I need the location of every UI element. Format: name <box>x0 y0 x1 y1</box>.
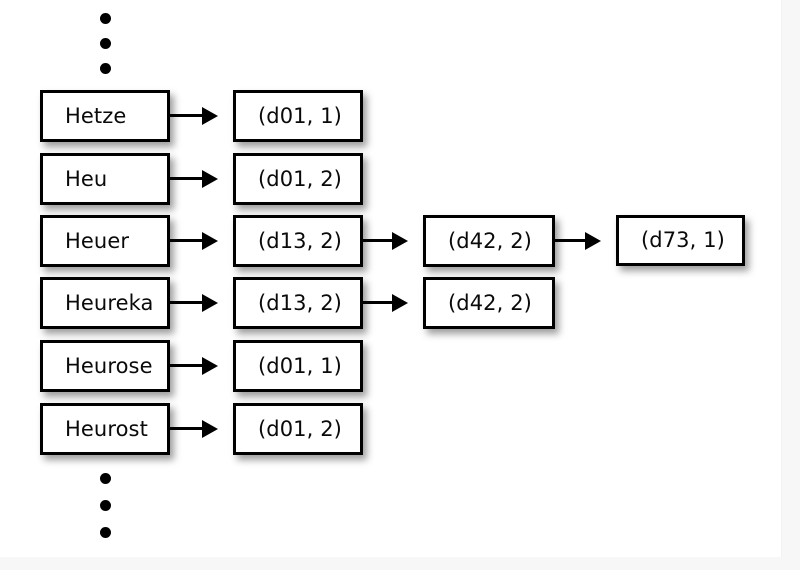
term-node-3-label: Heureka <box>65 290 154 315</box>
edge-line-0 <box>170 114 203 117</box>
edge-line-5 <box>170 427 203 430</box>
edge-line-3 <box>170 301 203 304</box>
arrowhead-icon-2 <box>202 232 218 250</box>
term-node-1-label: Heu <box>65 166 108 191</box>
edge-line-7 <box>363 301 393 304</box>
edge-line-4 <box>170 364 203 367</box>
ellipsis-top-dot-2 <box>100 63 111 74</box>
arrowhead-icon-0 <box>202 107 218 125</box>
paper-edge-hairline <box>781 0 782 557</box>
arrowhead-icon-5 <box>202 420 218 438</box>
ellipsis-bottom-dot-1 <box>100 500 111 511</box>
term-node-1[interactable]: Heu <box>40 153 170 205</box>
paper-edge-right <box>782 0 800 570</box>
posting-node-c1-1-label: (d01, 2) <box>258 166 342 191</box>
term-node-4-label: Heurose <box>65 353 153 378</box>
posting-node-c2-0-label: (d42, 2) <box>448 228 532 253</box>
arrowhead-icon-3 <box>202 294 218 312</box>
ellipsis-top-dot-0 <box>100 13 111 24</box>
arrowhead-icon-1 <box>202 170 218 188</box>
ellipsis-bottom-dot-2 <box>100 527 111 538</box>
term-node-5-label: Heurost <box>65 416 148 441</box>
posting-node-c1-3-label: (d13, 2) <box>258 290 342 315</box>
posting-node-c1-0[interactable]: (d01, 1) <box>233 90 363 142</box>
posting-node-c1-3[interactable]: (d13, 2) <box>233 277 363 329</box>
posting-node-c1-4-label: (d01, 1) <box>258 353 342 378</box>
paper-edge-bottom <box>0 557 800 570</box>
term-node-0-label: Hetze <box>65 103 127 128</box>
posting-node-c3-0[interactable]: (d73, 1) <box>616 215 745 266</box>
ellipsis-top-dot-1 <box>100 38 111 49</box>
term-node-0[interactable]: Hetze <box>40 90 170 142</box>
arrowhead-icon-7 <box>392 294 408 312</box>
arrowhead-icon-8 <box>585 232 601 250</box>
term-node-5[interactable]: Heurost <box>40 403 170 455</box>
arrowhead-icon-4 <box>202 357 218 375</box>
term-node-2[interactable]: Heuer <box>40 215 170 267</box>
posting-node-c1-5[interactable]: (d01, 2) <box>233 403 363 455</box>
posting-node-c1-2-label: (d13, 2) <box>258 228 342 253</box>
posting-node-c1-5-label: (d01, 2) <box>258 416 342 441</box>
term-node-2-label: Heuer <box>65 228 130 253</box>
posting-node-c2-1-label: (d42, 2) <box>448 290 532 315</box>
term-node-4[interactable]: Heurose <box>40 340 170 392</box>
ellipsis-bottom-dot-0 <box>100 473 111 484</box>
term-node-3[interactable]: Heureka <box>40 277 170 329</box>
posting-node-c1-4[interactable]: (d01, 1) <box>233 340 363 392</box>
posting-node-c1-2[interactable]: (d13, 2) <box>233 215 363 267</box>
posting-node-c3-0-label: (d73, 1) <box>641 228 725 252</box>
posting-node-c2-1[interactable]: (d42, 2) <box>423 277 555 329</box>
edge-line-6 <box>363 239 393 242</box>
posting-node-c2-0[interactable]: (d42, 2) <box>423 215 555 267</box>
edge-line-8 <box>555 239 586 242</box>
edge-line-1 <box>170 177 203 180</box>
edge-line-2 <box>170 239 203 242</box>
arrowhead-icon-6 <box>392 232 408 250</box>
posting-node-c1-1[interactable]: (d01, 2) <box>233 153 363 205</box>
posting-node-c1-0-label: (d01, 1) <box>258 103 342 128</box>
